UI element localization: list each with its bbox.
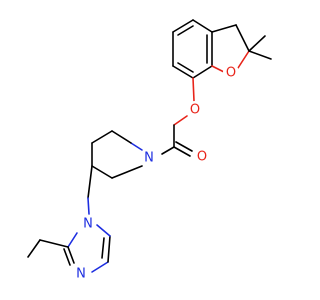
bond-c7-c7a xyxy=(192,65,213,79)
bond-n-c2 xyxy=(130,142,143,151)
imidazole-n1-text: N xyxy=(83,217,93,232)
bond-c7-oether xyxy=(192,77,195,102)
bond-c6-c7 xyxy=(172,65,194,79)
bond-c3-c4 xyxy=(91,130,113,144)
ether-oxygen-text: O xyxy=(190,103,200,118)
bond-c3a-c3 xyxy=(211,24,237,33)
aromatic-inner-2 xyxy=(177,62,194,73)
molecule-canvas: O O O N N N xyxy=(27,19,272,282)
bond-carbonyl-n xyxy=(161,146,175,155)
bond-c3a-c4 xyxy=(192,19,213,33)
methylene-linker xyxy=(87,165,93,215)
methyl-bond-1 xyxy=(248,35,266,52)
bond-ch2-ch3 xyxy=(27,239,41,258)
bond-c2-ch2 xyxy=(39,239,69,248)
bond-carbonyl-o-a xyxy=(173,146,191,157)
bond-c4-c5 xyxy=(172,19,194,33)
piperidine-nitrogen-label: N xyxy=(141,149,157,166)
imidazole-n1-label: N xyxy=(80,215,96,232)
bond-c2-n3-seg xyxy=(67,246,75,264)
ether-oxygen-label: O xyxy=(187,101,203,118)
bond-n3-c4 xyxy=(91,261,109,273)
methyl-bond-2 xyxy=(248,50,272,60)
oxyacetyl-linker xyxy=(161,77,195,157)
bond-c5-c6 xyxy=(91,165,113,179)
bond-ch2-n1 xyxy=(87,197,90,215)
carbonyl-oxygen-text: O xyxy=(197,150,207,165)
molecule-structure: O O O N N N xyxy=(27,19,272,282)
bond-c2-n3-double xyxy=(63,248,71,266)
bond-o1-c7a xyxy=(211,65,225,73)
imidazole-n3-text: N xyxy=(76,267,86,282)
bond-c4-c5-double xyxy=(101,237,105,259)
bond-c2-c3 xyxy=(111,130,132,144)
imidazole-n3-label: N xyxy=(73,265,89,282)
bond-c5-n1 xyxy=(96,224,111,237)
bond-c4-ch2 xyxy=(87,165,93,199)
bond-oether-ch2 xyxy=(173,115,188,126)
aromatic-inner-1 xyxy=(177,25,194,36)
bond-c4-c5 xyxy=(107,235,111,263)
benzene-ring xyxy=(172,19,213,79)
ring-oxygen-label: O xyxy=(223,64,239,81)
bond-c3-c2 xyxy=(235,24,250,52)
piperidine-nitrogen-text: N xyxy=(144,151,154,166)
ring-oxygen-text: O xyxy=(226,66,236,81)
bond-carbonyl-o-b xyxy=(175,141,193,152)
dihydrofuran-ring xyxy=(211,24,272,73)
carbonyl-oxygen-label: O xyxy=(194,148,210,165)
bond-c6-n xyxy=(111,165,143,179)
bond-c2-o1 xyxy=(237,50,250,69)
ethyl-group xyxy=(27,239,69,258)
imidazole-ring xyxy=(63,224,111,273)
bond-n1-c2 xyxy=(67,232,78,248)
piperidine-ring xyxy=(91,130,143,179)
